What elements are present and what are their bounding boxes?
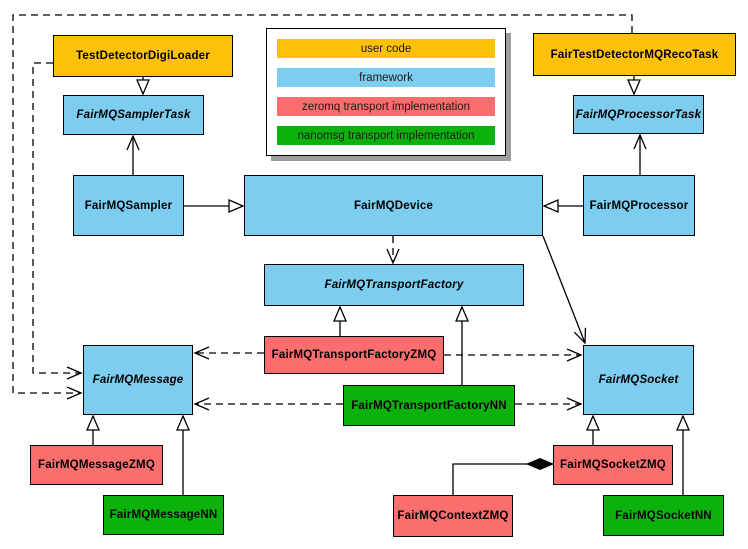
legend: user code framework zeromq transport imple… xyxy=(266,28,506,156)
node-label: FairMQContextZMQ xyxy=(397,510,509,522)
node-label: FairMQSamplerTask xyxy=(76,109,191,121)
node-label: FairMQProcessorTask xyxy=(575,108,702,121)
node-fairmq-sampler: FairMQSampler xyxy=(73,175,184,236)
node-fairmq-context-zmq: FairMQContextZMQ xyxy=(393,495,513,537)
legend-item-user-code: user code xyxy=(277,39,495,58)
legend-item-label: user code xyxy=(360,42,412,55)
node-fairmq-transport-factory-nn: FairMQTransportFactoryNN xyxy=(343,385,515,426)
node-label: TestDetectorDigiLoader xyxy=(76,50,210,62)
legend-item-label: framework xyxy=(359,71,413,84)
legend-item-framework: framework xyxy=(277,68,495,87)
legend-item-nanomsg: nanomsg transport implementation xyxy=(277,126,495,145)
node-label: FairMQSampler xyxy=(84,199,173,212)
node-fairmq-message-nn: FairMQMessageNN xyxy=(103,495,224,535)
node-label: FairMQMessageZMQ xyxy=(38,459,155,471)
node-label: FairMQTransportFactory xyxy=(324,279,464,291)
node-fairmq-processor: FairMQProcessor xyxy=(583,175,695,236)
edge-fair-test-detector-mq-reco-task--fairmq-message xyxy=(12,14,633,400)
node-fair-test-detector-mq-reco-task: FairTestDetectorMQRecoTask xyxy=(533,33,736,76)
edge-test-detector-digi-loader--fairmq-message xyxy=(32,62,83,380)
node-label: FairMQDevice xyxy=(353,199,434,212)
node-fairmq-sampler-task: FairMQSamplerTask xyxy=(63,95,204,135)
edge-fairmq-context-zmq--fairmq-socket-zmq xyxy=(452,464,553,495)
node-test-detector-digi-loader: TestDetectorDigiLoader xyxy=(53,35,233,77)
node-label: FairMQSocket xyxy=(598,374,679,386)
node-fairmq-socket-zmq: FairMQSocketZMQ xyxy=(553,445,673,485)
node-label: FairMQSocketZMQ xyxy=(560,459,666,471)
node-label: FairMQTransportFactoryNN xyxy=(351,399,507,412)
node-label: FairMQTransportFactoryZMQ xyxy=(271,349,437,361)
node-fairmq-device: FairMQDevice xyxy=(244,175,543,236)
node-fairmq-transport-factory: FairMQTransportFactory xyxy=(264,264,524,306)
node-fairmq-socket: FairMQSocket xyxy=(583,345,694,415)
node-label: FairMQMessage xyxy=(92,374,184,386)
legend-item-label: nanomsg transport implementation xyxy=(297,129,475,142)
node-fairmq-processor-task: FairMQProcessorTask xyxy=(573,95,704,134)
node-fairmq-transport-factory-zmq: FairMQTransportFactoryZMQ xyxy=(264,336,444,374)
node-label: FairTestDetectorMQRecoTask xyxy=(550,48,719,61)
node-label: FairMQMessageNN xyxy=(109,509,218,521)
node-label: FairMQSocketNN xyxy=(615,509,712,522)
node-label: FairMQProcessor xyxy=(589,199,689,212)
node-fairmq-message: FairMQMessage xyxy=(83,345,193,415)
node-fairmq-socket-nn: FairMQSocketNN xyxy=(603,495,724,536)
node-fairmq-message-zmq: FairMQMessageZMQ xyxy=(30,445,163,485)
legend-item-label: zeromq transport implementation xyxy=(301,100,471,113)
legend-item-zeromq: zeromq transport implementation xyxy=(277,97,495,116)
edge-fairmq-device--fairmq-socket xyxy=(542,235,587,345)
